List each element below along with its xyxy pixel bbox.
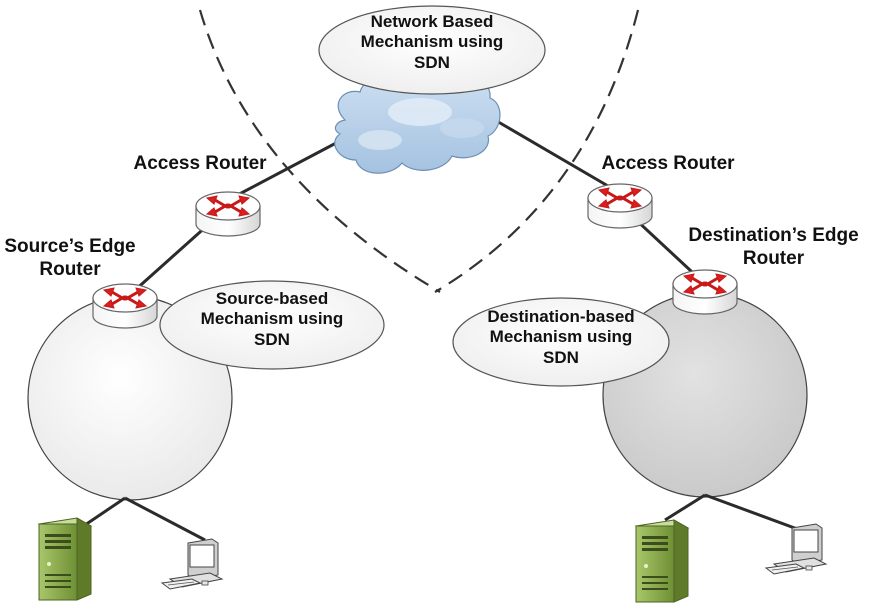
router-icon (671, 268, 739, 316)
destination-mechanism-line-1: Destination-based (487, 307, 635, 326)
network-mechanism-line-3: SDN (414, 52, 450, 72)
source-edge-router-label: Source’s Edge Router (0, 236, 140, 282)
source-mechanism-line-2: Mechanism using (200, 309, 344, 329)
destination-mechanism-line-2: Mechanism using (489, 327, 633, 347)
computer-icon (161, 538, 223, 590)
router-icon (194, 190, 262, 238)
source-edge-router-line-2: Router (39, 258, 101, 280)
cloud-icon (334, 69, 501, 174)
destination-edge-router-label: Destination’s Edge Router (676, 225, 871, 271)
source-mechanism-label: Source-based Mechanism using SDN (172, 289, 372, 350)
router-icon (586, 182, 654, 230)
destination-edge-router-line-2: Router (742, 247, 805, 269)
network-boundary-left (198, 9, 441, 293)
source-edge-router-line-1: Source’s Edge (4, 236, 136, 257)
network-boundary-right (434, 9, 640, 293)
access-router-right-label: Access Router (601, 153, 735, 174)
source-mechanism-line-1: Source-based (215, 289, 329, 308)
network-mechanism-label: Network Based Mechanism using SDN (332, 12, 532, 73)
network-mechanism-line-1: Network Based (370, 12, 494, 31)
destination-mechanism-ellipse (452, 297, 670, 387)
computer-icon (765, 523, 827, 575)
source-mechanism-line-3: SDN (254, 329, 290, 349)
destination-edge-router-line-1: Destination’s Edge (688, 225, 859, 246)
server-icon (635, 519, 689, 603)
destination-mechanism-line-3: SDN (543, 347, 579, 367)
network-mechanism-ellipse (318, 5, 546, 95)
access-router-left-label: Access Router (133, 153, 267, 174)
destination-mechanism-label: Destination-based Mechanism using SDN (456, 307, 666, 368)
source-mechanism-ellipse (159, 280, 385, 370)
router-icon (91, 282, 159, 330)
network-mechanism-line-2: Mechanism using (360, 32, 504, 52)
server-icon (38, 517, 92, 601)
